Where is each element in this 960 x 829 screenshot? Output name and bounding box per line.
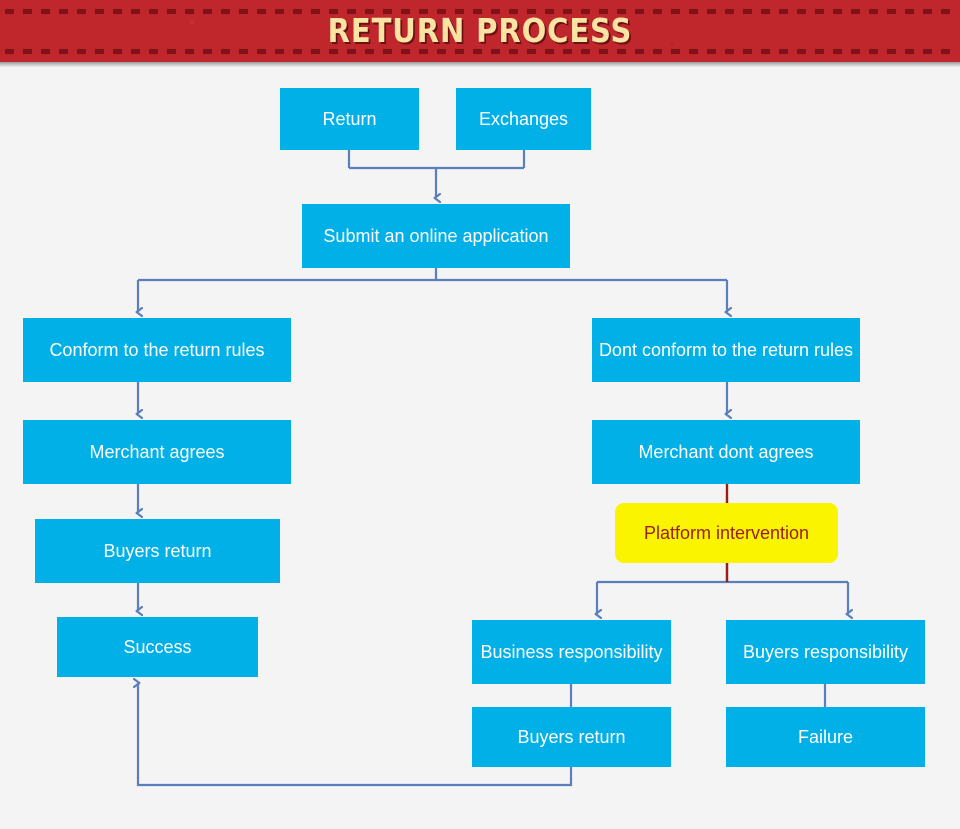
node-dont-conform-return-rules[interactable]: Dont conform to the return rules <box>592 318 860 382</box>
node-buyers-return-right[interactable]: Buyers return <box>472 707 671 767</box>
node-buyers-responsibility[interactable]: Buyers responsibility <box>726 620 925 684</box>
node-merchant-dont-agrees[interactable]: Merchant dont agrees <box>592 420 860 484</box>
node-label: Dont conform to the return rules <box>598 340 854 360</box>
banner-dash-top <box>5 9 955 14</box>
page-title: RETURN PROCESS <box>327 11 633 50</box>
node-failure[interactable]: Failure <box>726 707 925 767</box>
node-label: Buyers return <box>517 727 626 747</box>
node-platform-intervention[interactable]: Platform intervention <box>615 503 838 563</box>
node-label: Business responsibility <box>480 642 663 662</box>
node-conform-return-rules[interactable]: Conform to the return rules <box>23 318 291 382</box>
node-label: Buyers responsibility <box>742 642 909 662</box>
node-buyers-return-left[interactable]: Buyers return <box>35 519 280 583</box>
node-label: Exchanges <box>478 109 569 129</box>
node-label: Return <box>322 109 377 129</box>
node-merchant-agrees[interactable]: Merchant agrees <box>23 420 291 484</box>
node-label: Merchant agrees <box>89 442 225 462</box>
node-label: Platform intervention <box>643 523 810 543</box>
banner-dash-bottom <box>5 49 955 54</box>
node-exchanges[interactable]: Exchanges <box>456 88 591 150</box>
banner-drop-shadow <box>0 62 960 67</box>
node-return[interactable]: Return <box>280 88 419 150</box>
node-submit-application[interactable]: Submit an online application <box>302 204 570 268</box>
node-label: Merchant dont agrees <box>638 442 814 462</box>
node-label: Buyers return <box>103 541 212 561</box>
node-label: Submit an online application <box>323 226 549 246</box>
node-label: Failure <box>797 727 854 747</box>
node-label: Conform to the return rules <box>49 340 265 360</box>
node-business-responsibility[interactable]: Business responsibility <box>472 620 671 684</box>
header-banner: RETURN PROCESS <box>0 0 960 62</box>
flowchart-canvas: Return Exchanges Submit an online applic… <box>0 62 960 829</box>
node-label: Success <box>123 637 192 657</box>
node-success[interactable]: Success <box>57 617 258 677</box>
